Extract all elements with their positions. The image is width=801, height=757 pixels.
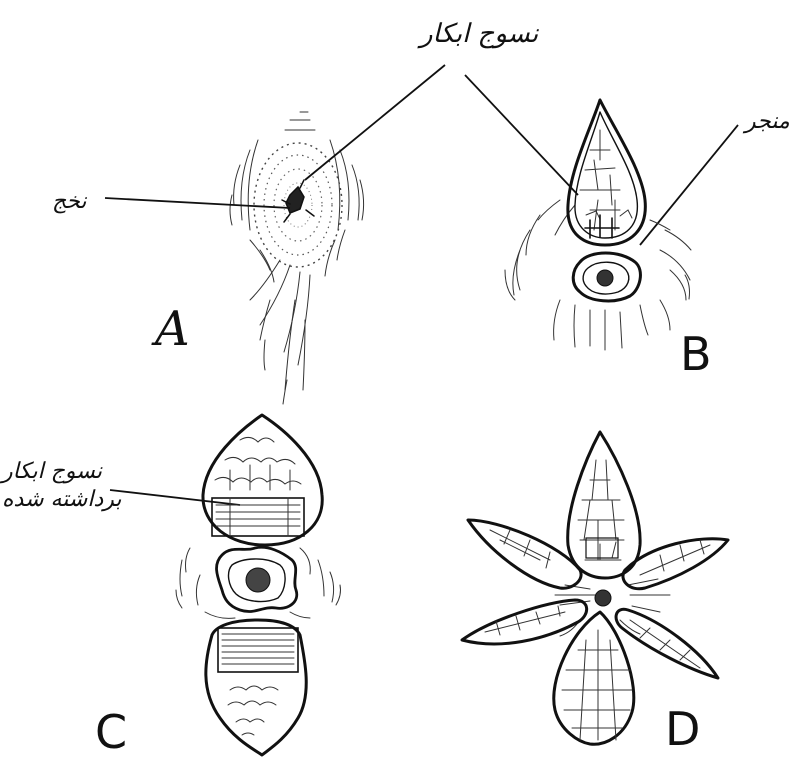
panel-b-letter: B [680, 327, 712, 381]
panel-d-letter: D [665, 702, 700, 756]
panel-a-letter: A [151, 301, 190, 357]
panel-c-label-line1: نسوج ابکار [0, 459, 103, 484]
panel-c-label-line2: برداشته شده [2, 487, 122, 512]
panel-a-stem-label: نخج [52, 189, 87, 214]
panel-c: نسوج ابکار برداشته شده [0, 415, 341, 757]
panel-d-top-petal-cells [578, 460, 624, 560]
panel-d-center [595, 590, 611, 606]
panel-b: منجر B [465, 75, 790, 381]
panel-b-stem-label: منجر [742, 109, 790, 134]
panel-b-leader-right [640, 125, 738, 245]
panel-a-leader-left [105, 198, 290, 208]
panel-a: نخج A [52, 65, 445, 404]
panel-c-bottom-band [218, 628, 298, 672]
panel-b-leader-top [465, 75, 578, 195]
panel-c-letter: C [95, 705, 127, 757]
panel-a-bud [282, 180, 314, 222]
panel-a-leader-top [305, 65, 445, 180]
panel-d-top-petal [568, 432, 640, 578]
graft-tissue-label: نسوج ابکار [417, 19, 539, 49]
panel-d: D [462, 432, 728, 756]
panel-d-bottom-petal [554, 612, 634, 744]
panel-b-tissue-marks [585, 215, 619, 238]
panel-a-hatching [230, 112, 364, 404]
